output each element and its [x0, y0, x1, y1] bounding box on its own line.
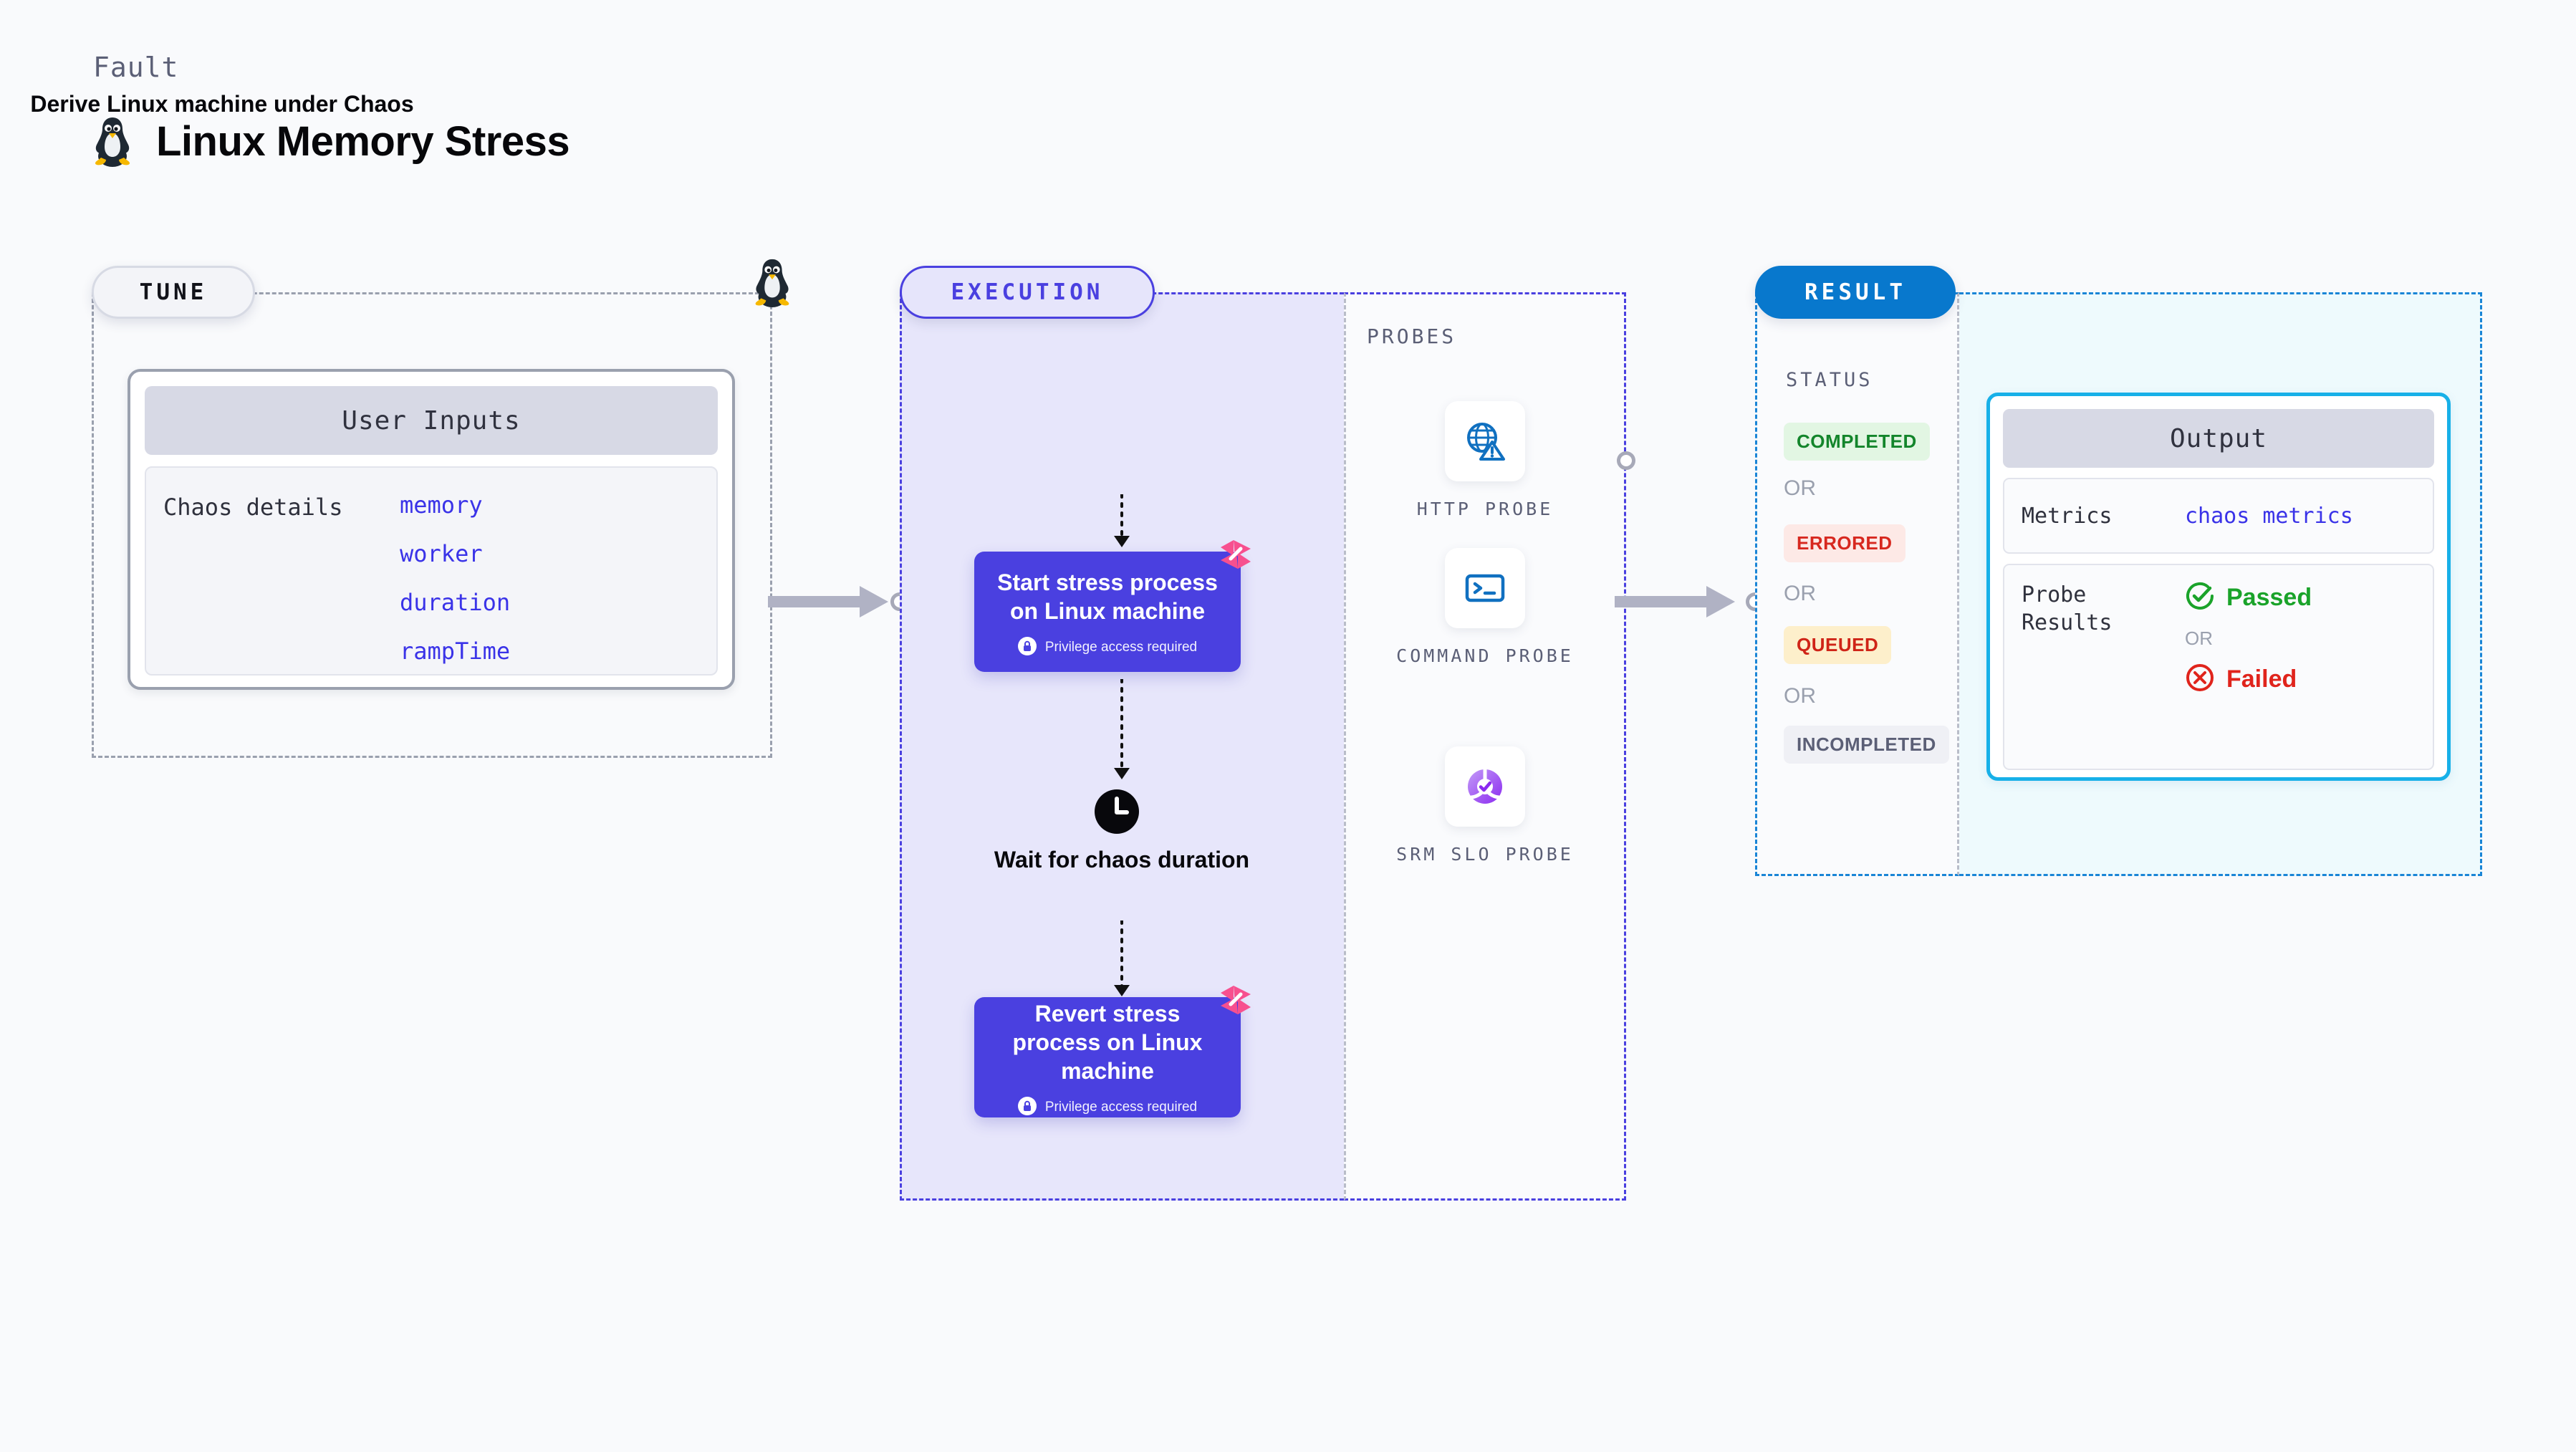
- output-header: Output: [2003, 409, 2434, 468]
- status-badge-queued: QUEUED: [1784, 626, 1892, 664]
- probe-label: COMMAND PROBE: [1396, 645, 1574, 666]
- clock-icon: [1095, 789, 1139, 837]
- status-badge-errored: ERRORED: [1784, 524, 1905, 562]
- probe-result-passed: Passed: [2185, 581, 2312, 615]
- dotted-arrow-derive-to-start: [1100, 493, 1143, 555]
- slo-donut-check-icon: [1445, 746, 1525, 827]
- tune-region: [92, 292, 772, 758]
- dotted-arrow-wait-to-revert: [1100, 919, 1143, 1003]
- execution-section-label[interactable]: EXECUTION: [900, 266, 1155, 319]
- probe-item-http[interactable]: HTTP PROBE: [1344, 401, 1626, 521]
- output-row-metrics: Metrics chaos metrics: [2003, 478, 2434, 554]
- user-inputs-card: User Inputs Chaos details memory worker …: [128, 369, 735, 690]
- output-metrics-value[interactable]: chaos metrics: [2185, 503, 2353, 529]
- execution-card-start-stress[interactable]: Start stress process on Linux machine Pr…: [974, 540, 1251, 672]
- result-status-region: [1755, 292, 1959, 876]
- card-title: Revert stress process on Linux machine: [1012, 1000, 1203, 1084]
- connector-dot-probes-right: [1617, 451, 1635, 470]
- privilege-note-text: Privilege access required: [1044, 640, 1198, 655]
- chaos-details-box: Chaos details memory worker duration ram…: [145, 466, 718, 675]
- user-inputs-header: User Inputs: [145, 386, 718, 455]
- status-column-title: STATUS: [1786, 369, 1873, 391]
- privilege-note-row: Privilege access required: [1017, 1096, 1198, 1119]
- page-title-row: Linux Memory Stress: [92, 115, 570, 168]
- harness-logo-icon: [1218, 537, 1254, 575]
- terminal-icon: [1445, 548, 1525, 628]
- output-row-probe-results: Probe Results Passed OR: [2003, 564, 2434, 770]
- linux-penguin-icon: [92, 115, 133, 168]
- or-separator: OR: [1784, 582, 1816, 605]
- chaos-param-worker[interactable]: worker: [400, 540, 483, 567]
- linux-penguin-corner-icon: [751, 256, 794, 312]
- lock-icon: [1017, 1096, 1037, 1119]
- card-title: Start stress process on Linux machine: [997, 569, 1218, 624]
- probe-label: SRM SLO PROBE: [1396, 844, 1574, 865]
- dotted-arrow-start-to-wait: [1100, 678, 1143, 787]
- check-circle-icon: [2185, 581, 2215, 615]
- status-badge-completed: COMPLETED: [1784, 423, 1930, 461]
- harness-logo-icon: [1218, 983, 1254, 1021]
- output-probe-results-label: Probe Results: [2022, 582, 2113, 635]
- x-circle-icon: [2185, 663, 2215, 696]
- probes-section-title: PROBES: [1367, 324, 1457, 348]
- probe-label: HTTP PROBE: [1416, 499, 1554, 519]
- globe-warning-icon: [1445, 401, 1525, 481]
- privilege-note-text: Privilege access required: [1044, 1100, 1198, 1115]
- probe-result-failed: Failed: [2185, 663, 2312, 696]
- chaos-param-list: memory worker duration rampTime: [400, 494, 510, 674]
- chaos-param-memory[interactable]: memory: [400, 491, 483, 519]
- chaos-param-ramptime[interactable]: rampTime: [400, 638, 511, 665]
- output-card: Output Metrics chaos metrics Probe Resul…: [1986, 393, 2451, 781]
- tune-section-label[interactable]: TUNE: [92, 266, 255, 319]
- privilege-note-row: Privilege access required: [1017, 636, 1198, 659]
- lock-icon: [1017, 636, 1037, 659]
- or-separator: OR: [1784, 476, 1816, 500]
- probe-result-list: Passed OR Failed: [2185, 581, 2312, 753]
- probe-result-passed-label: Passed: [2226, 584, 2312, 611]
- probe-item-srm-slo[interactable]: SRM SLO PROBE: [1344, 746, 1626, 867]
- output-metrics-label: Metrics: [2022, 503, 2113, 529]
- flow-arrow-tune-to-execution: [768, 580, 911, 627]
- chaos-param-duration[interactable]: duration: [400, 589, 511, 616]
- chaos-details-label: Chaos details: [163, 494, 343, 521]
- execution-step-wait: Wait for chaos duration: [994, 847, 1250, 872]
- execution-card-revert-stress[interactable]: Revert stress process on Linux machine P…: [974, 986, 1251, 1119]
- or-separator: OR: [1784, 684, 1816, 708]
- probe-result-or: OR: [2185, 628, 2213, 649]
- probe-item-command[interactable]: COMMAND PROBE: [1344, 548, 1626, 668]
- execution-step-derive: Derive Linux machine under Chaos: [30, 91, 414, 117]
- page-title: Linux Memory Stress: [156, 117, 570, 165]
- page-eyebrow: Fault: [93, 52, 179, 83]
- flow-arrow-execution-to-result: [1615, 580, 1758, 627]
- status-badge-incompleted: INCOMPLETED: [1784, 726, 1949, 764]
- probe-result-failed-label: Failed: [2226, 665, 2297, 693]
- result-section-label[interactable]: RESULT: [1755, 266, 1956, 319]
